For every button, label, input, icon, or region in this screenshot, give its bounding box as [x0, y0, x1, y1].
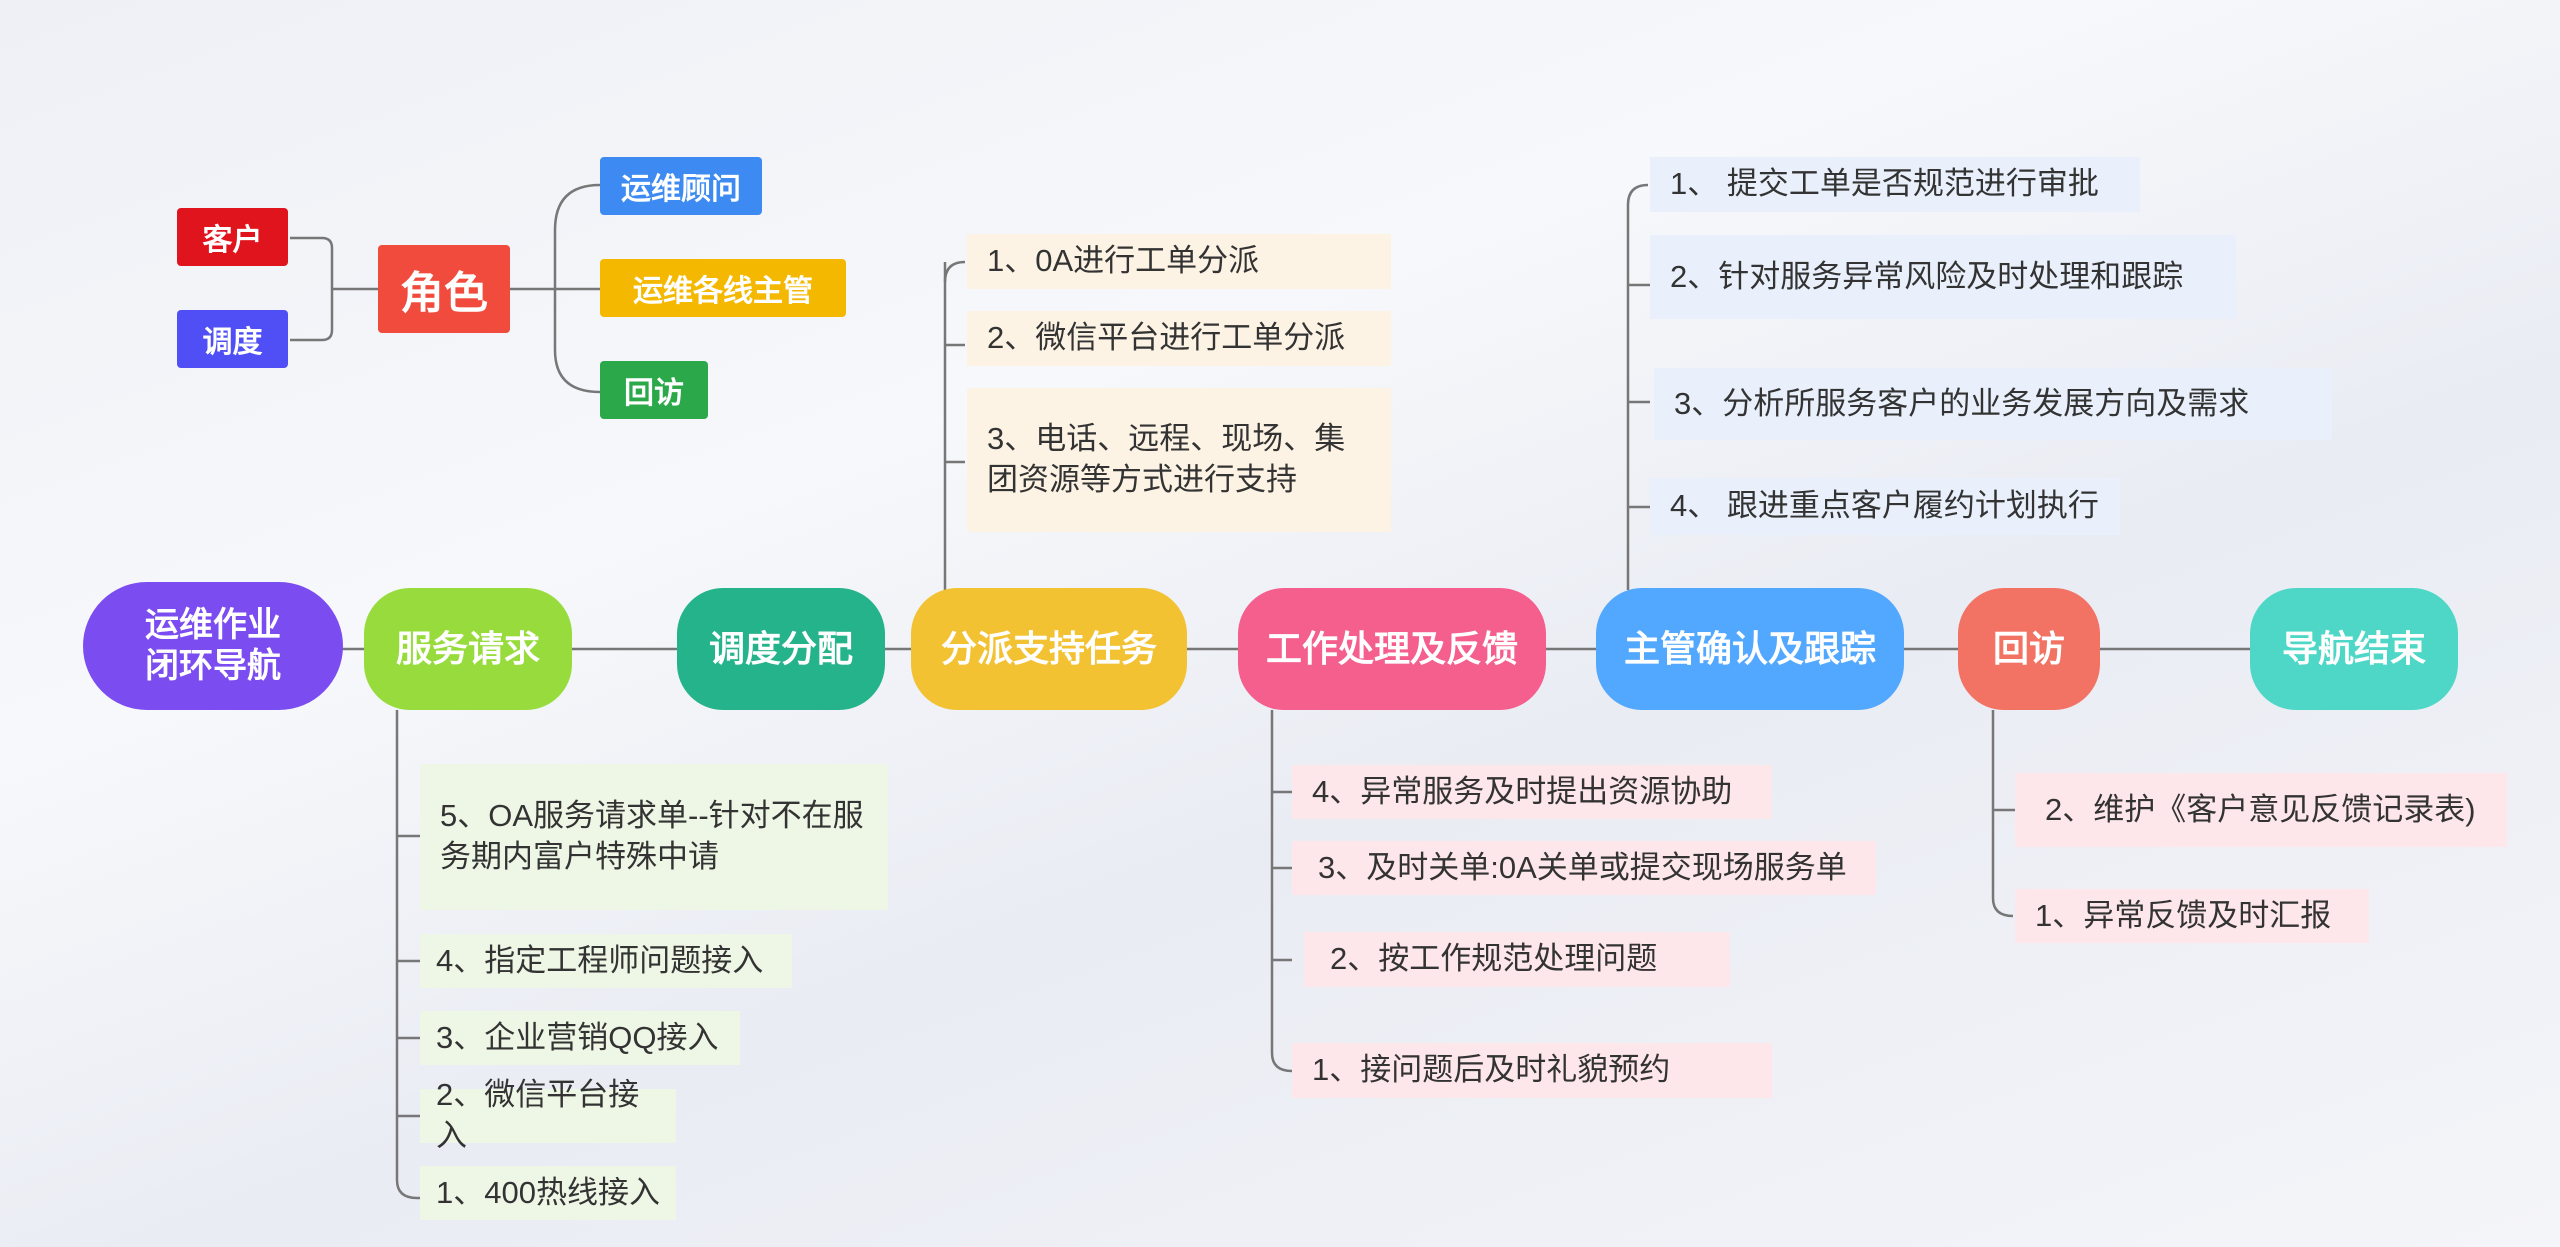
assign-note-1-text: 1、0A进行工单分派 [987, 243, 1260, 279]
revisit-note-1-text: 1、异常反馈及时汇报 [2035, 897, 2332, 933]
revisit-note-2-text: 2、维护《客户意见反馈记录表) [2045, 791, 2476, 827]
request-note-3: 3、企业营销QQ接入 [420, 1011, 740, 1065]
request-note-5-text: 5、OA服务请求单--针对不在服务期内富户特殊中请 [440, 798, 864, 874]
request-note-3-text: 3、企业营销QQ接入 [436, 1019, 719, 1055]
request-note-5: 5、OA服务请求单--针对不在服务期内富户特殊中请 [420, 764, 888, 910]
supervisor-note-3-text: 3、分析所服务客户的业务发展方向及需求 [1674, 385, 2250, 421]
supervisor-note-4: 4、 跟进重点客户履约计划执行 [1650, 478, 2120, 535]
supervisor-note-4-text: 4、 跟进重点客户履约计划执行 [1670, 488, 2099, 524]
assign-note-2-text: 2、微信平台进行工单分派 [987, 320, 1346, 356]
assign-note-3-text: 3、电话、远程、现场、集团资源等方式进行支持 [987, 421, 1346, 497]
supervisor-note-3: 3、分析所服务客户的业务发展方向及需求 [1654, 368, 2332, 440]
supervisor-note-1: 1、 提交工单是否规范进行审批 [1650, 157, 2140, 212]
work-note-4: 4、异常服务及时提出资源协助 [1292, 765, 1772, 819]
request-note-2: 2、微信平台接入 [420, 1077, 676, 1153]
assign-note-1: 1、0A进行工单分派 [967, 234, 1391, 289]
work-note-3: 3、及时关单:0A关单或提交现场服务单 [1292, 841, 1876, 895]
flow-assign-node[interactable]: 分派支持任务 [911, 588, 1187, 710]
work-note-1-text: 1、接问题后及时礼貌预约 [1312, 1052, 1671, 1088]
assign-note-2: 2、微信平台进行工单分派 [967, 311, 1391, 366]
work-note-3-text: 3、及时关单:0A关单或提交现场服务单 [1318, 849, 1847, 885]
revisit-note-1: 1、异常反馈及时汇报 [2015, 889, 2369, 943]
supervisor-note-1-text: 1、 提交工单是否规范进行审批 [1670, 166, 2099, 202]
supervisor-note-2: 2、针对服务异常风险及时处理和跟踪 [1650, 235, 2236, 319]
request-note-4: 4、指定工程师问题接入 [420, 934, 792, 988]
request-note-1: 1、400热线接入 [420, 1166, 676, 1220]
role-scheduler-tag: 调度 [177, 310, 288, 368]
flow-service-request-node[interactable]: 服务请求 [364, 588, 572, 710]
role-line-manager-tag: 运维各线主管 [600, 259, 846, 317]
flow-supervisor-node[interactable]: 主管确认及跟踪 [1596, 588, 1904, 710]
request-note-2-text: 2、微信平台接入 [436, 1077, 640, 1153]
flow-start-node[interactable]: 运维作业 闭环导航 [83, 582, 343, 710]
role-title: 角色 [378, 245, 510, 333]
work-note-1: 1、接问题后及时礼貌预约 [1292, 1043, 1772, 1098]
role-revisit-tag: 回访 [600, 361, 708, 419]
request-note-4-text: 4、指定工程师问题接入 [436, 942, 764, 978]
flow-end-node[interactable]: 导航结束 [2250, 588, 2458, 710]
role-customer-tag: 客户 [177, 208, 288, 266]
work-note-2: 2、按工作规范处理问题 [1304, 932, 1730, 987]
role-advisor-tag: 运维顾问 [600, 157, 762, 215]
work-note-2-text: 2、按工作规范处理问题 [1330, 941, 1658, 977]
flow-work-node[interactable]: 工作处理及反馈 [1238, 588, 1546, 710]
flow-dispatch-node[interactable]: 调度分配 [677, 588, 885, 710]
supervisor-note-2-text: 2、针对服务异常风险及时处理和跟踪 [1670, 258, 2184, 294]
work-note-4-text: 4、异常服务及时提出资源协助 [1312, 773, 1733, 809]
revisit-note-2: 2、维护《客户意见反馈记录表) [2015, 773, 2507, 847]
assign-note-3: 3、电话、远程、现场、集团资源等方式进行支持 [967, 388, 1391, 532]
flow-revisit-node[interactable]: 回访 [1958, 588, 2100, 710]
request-note-1-text: 1、400热线接入 [436, 1174, 660, 1210]
